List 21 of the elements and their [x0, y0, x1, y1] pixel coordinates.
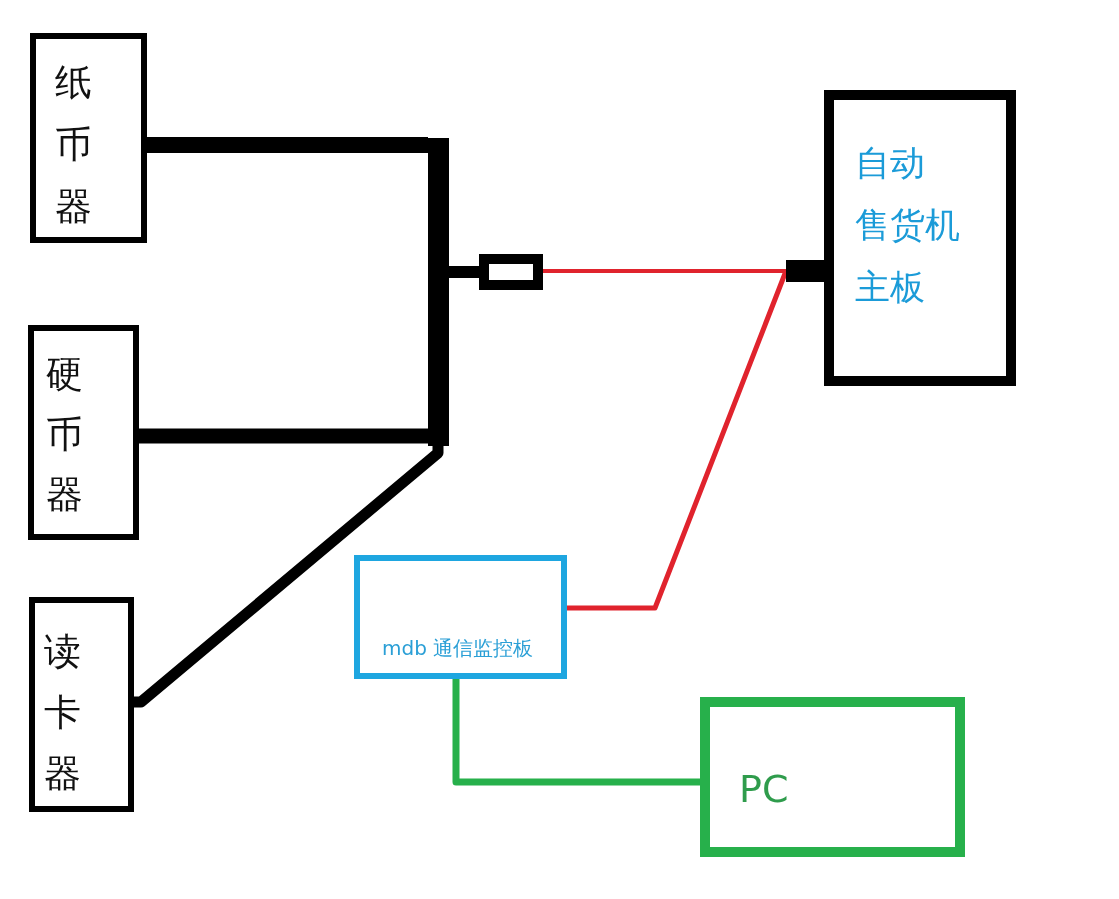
device-label: 纸币器 — [55, 60, 92, 230]
bus-bar — [428, 138, 449, 446]
device-box — [28, 325, 139, 540]
cable-line — [134, 446, 444, 708]
connector-socket — [786, 260, 825, 282]
cable-line — [449, 266, 479, 278]
board-label: mdb 通信监控板 — [382, 636, 534, 660]
cable-line — [452, 679, 700, 786]
board-label: 自动售货机主板 — [855, 142, 961, 309]
monitor-board-box — [354, 555, 567, 679]
pc-label: PC — [739, 767, 789, 811]
device-box — [30, 33, 147, 243]
cable-line — [543, 269, 786, 273]
cable-line — [147, 137, 428, 153]
cable-line — [139, 428, 428, 444]
pc-box — [700, 697, 965, 857]
device-label: 硬币器 — [46, 352, 83, 518]
device-box — [29, 597, 134, 812]
device-label: 读卡器 — [44, 629, 81, 797]
connector-plug — [479, 254, 543, 290]
mainboard-box — [824, 90, 1016, 386]
